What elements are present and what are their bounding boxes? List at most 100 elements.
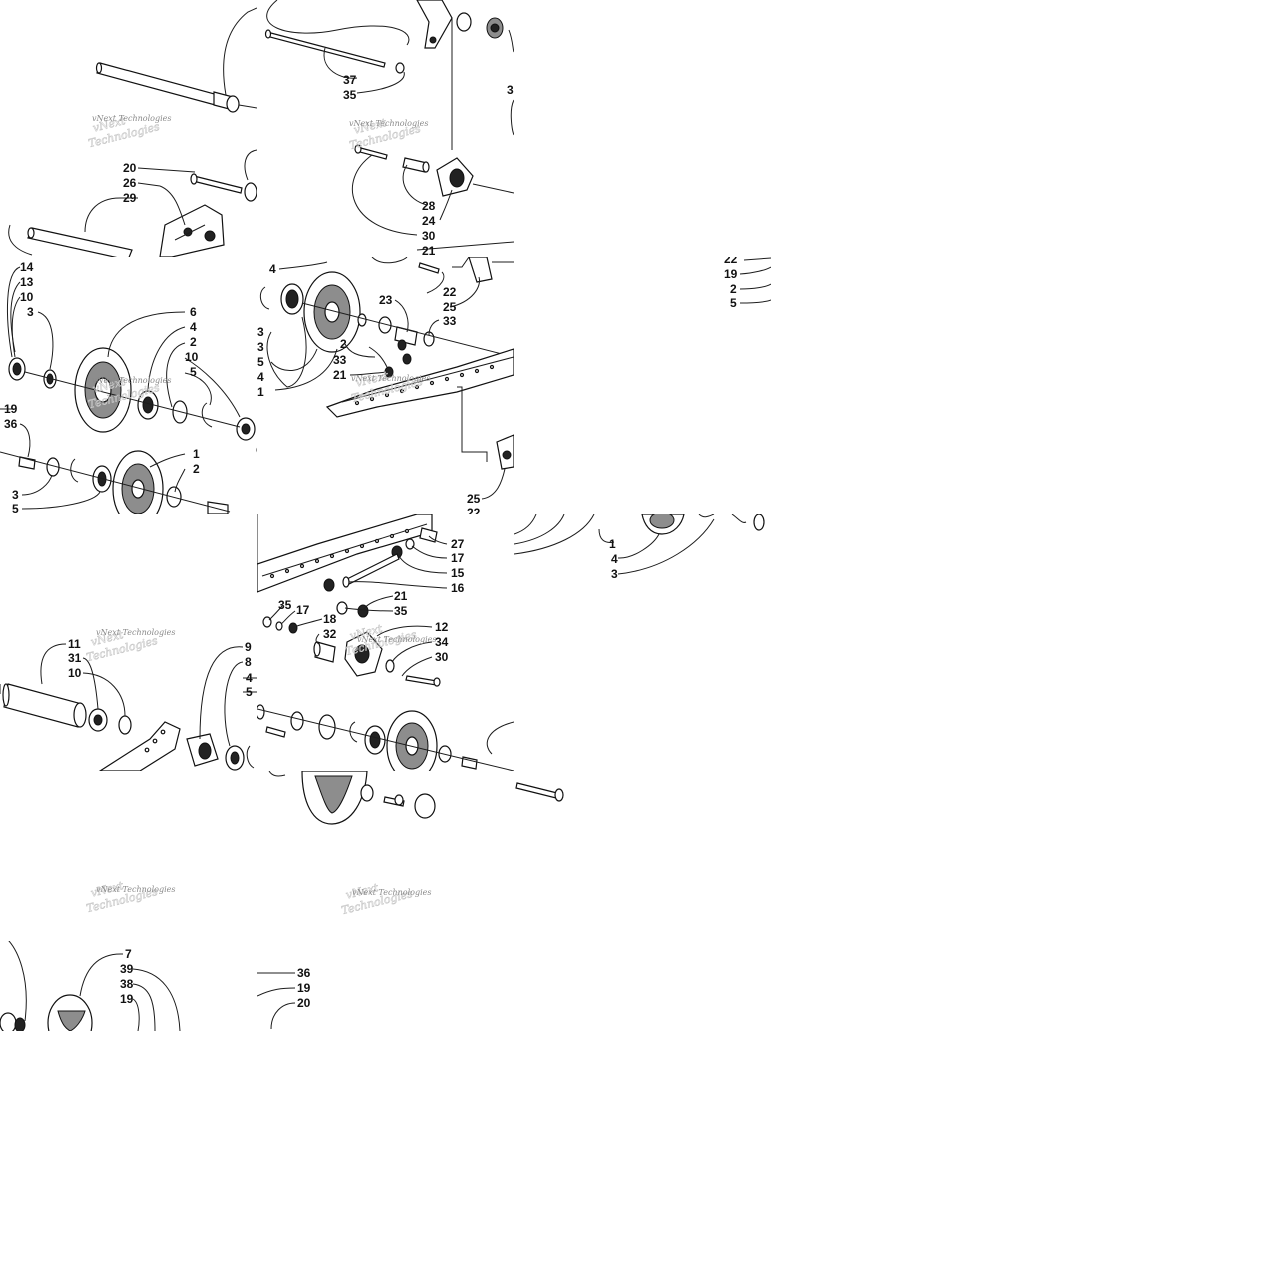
callout-label: 30 [422,229,436,243]
diagram-tile-12: 36 19 20 [257,941,357,1031]
callout-label: 18 [323,612,337,626]
callout-label: 1 [609,537,616,551]
callout-label: 11 [68,637,81,651]
callout-label: 16 [451,581,465,595]
callout-label: 28 [422,199,436,213]
callout-label: 5 [12,502,19,514]
callout-label: 35 [394,604,408,618]
diagram-tile-8: vNext Technologies vNext Technologies 11… [0,514,257,771]
callout-label: 25 [467,492,481,506]
callout-label: 26 [123,176,137,190]
diagram-tile-5: 22 19 2 5 [514,257,771,514]
diagram-tile-10: vNext Technologies vNext Technologies vN… [0,831,514,941]
callout-label: 3 [507,83,514,97]
diagram-tile-9 [257,771,577,831]
callout-label: 22 [467,506,481,514]
watermark-text: vNext Technologies [92,114,171,123]
slide-rail [325,339,514,418]
callout-label: 4 [257,370,264,384]
callout-label: 29 [123,191,137,205]
callout-label: 17 [451,551,465,565]
slide-rail [257,514,433,593]
callout-label: 3 [12,488,19,502]
callout-label: 7 [125,947,132,961]
callout-label: 13 [20,275,34,289]
tile-11-drawing: 7 39 38 19 [0,941,181,1031]
diagram-tile-6: vNext Technologies vNext Technologies 27… [257,514,514,771]
rod [264,29,405,74]
callout-label: 36 [297,966,311,980]
watermark: vNext Technologies [87,114,162,151]
callout-label: 35 [343,88,357,102]
callout-label: 2 [190,335,197,349]
callout-label: 20 [123,161,137,175]
callout-label: 1 [193,447,200,461]
callout-label: 4 [269,262,276,276]
callout-label: 36 [4,417,18,431]
callout-label: 17 [296,603,310,617]
callout-label: 30 [435,650,449,664]
callout-label: 37 [343,73,357,87]
callout-label: 4 [611,552,618,566]
shaft [95,62,257,113]
callout-label: 19 [297,981,311,995]
callout-label: 14 [20,260,34,274]
tile-3-drawing: vNext Technologies vNext Technologies 14… [0,260,257,514]
callout-label: 4 [246,671,253,685]
callout-label: 4 [190,320,197,334]
callout-label: 9 [245,640,252,654]
callout-label: 21 [422,244,436,257]
tile-9-drawing [268,771,564,825]
callout-label: 1 [257,385,264,399]
callout-label: 3 [611,567,618,581]
tile-8-drawing: vNext Technologies vNext Technologies 11… [0,628,257,771]
callout-label: 12 [435,620,449,634]
diagram-tile-7: 1 4 3 [514,514,771,771]
callout-label: 10 [68,666,82,680]
callout-label: 19 [724,267,738,281]
arm-plate [98,721,181,771]
watermark-text: vNext Technologies [96,628,175,637]
callout-label: 22 [724,257,738,266]
callout-label: 5 [190,365,197,379]
slider-block [344,631,383,677]
callout-label: 31 [68,651,82,665]
callout-label: 2 [730,282,737,296]
diagram-tile-11: 7 39 38 19 [0,941,257,1031]
callout-label: 20 [297,996,311,1010]
idler-wheel [257,704,514,771]
callout-label: 19 [120,992,134,1006]
tile-5-drawing: 22 19 2 5 [724,257,771,310]
callout-label: 5 [257,355,264,369]
idler-wheel-upper [8,347,256,441]
watermark-text: vNext Technologies [352,888,431,897]
tube [27,227,133,257]
callout-label: 21 [394,589,408,603]
idler-wheel-edge [641,514,685,535]
callout-label: 6 [190,305,197,319]
spoked-wheel [301,771,368,825]
callout-label: 2 [193,462,200,476]
callout-label: 33 [333,353,347,367]
swing-arm [159,204,225,257]
tile-2-drawing: vNext Technologies vNext Technologies 37… [264,0,514,257]
tile-6-drawing: vNext Technologies vNext Technologies 27… [257,514,514,771]
idler-wheel-lower [0,450,231,514]
callout-label: 10 [185,350,199,364]
watermark-text: vNext Technologies [92,376,171,385]
watermark-text: vNext Technologies [96,885,175,894]
callout-label: 3 [27,305,34,319]
callout-label: 25 [443,300,457,314]
watermark-text: vNext Technologies [349,119,428,128]
callout-label: 32 [323,627,337,641]
callout-label: 23 [379,293,393,307]
tile-4-drawing: vNext Technologies vNext Technologies 4 … [257,257,514,514]
callout-label: 19 [4,402,18,416]
callout-label: 10 [20,290,34,304]
watermark: vNext Technologies [85,628,160,665]
diagram-tile-3: vNext Technologies vNext Technologies 14… [0,257,257,514]
tile-7-drawing: 1 4 3 [514,514,765,581]
idler-wheel [259,271,514,358]
spoked-wheel [0,994,93,1031]
tile-10-drawing: vNext Technologies vNext Technologies vN… [85,879,432,918]
